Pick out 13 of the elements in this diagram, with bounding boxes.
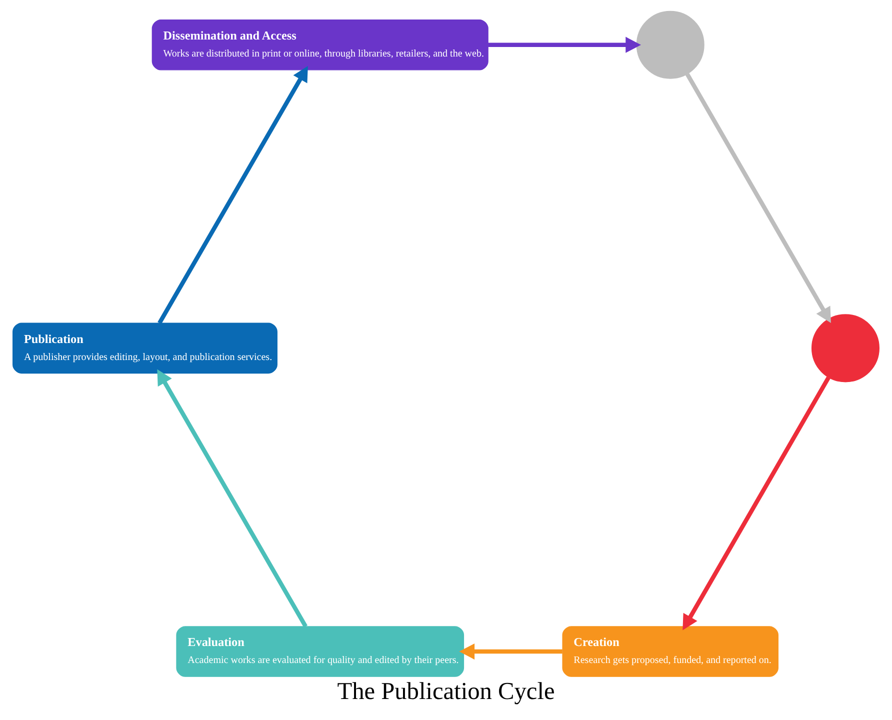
node-box: Dissemination and Access Works are distributed in print or online, through libraries, retailers, and the web. [152, 19, 488, 70]
arrow [459, 643, 562, 660]
node-box: Publication A publisher provides editing, layout, and publication services. [12, 322, 278, 374]
node-box: Evaluation Academic works are evaluated for quality and edited by their peers. [176, 626, 464, 677]
arrow [685, 73, 831, 324]
node-circle [811, 314, 880, 382]
arrow [158, 66, 308, 324]
node-circle [636, 10, 704, 79]
diagram-title: The Publication Cycle [337, 678, 555, 705]
arrow [488, 36, 641, 53]
node-box: Creation Research gets proposed, funded, and reported on. [562, 626, 778, 677]
arrow [157, 369, 308, 628]
arrow [682, 376, 830, 630]
